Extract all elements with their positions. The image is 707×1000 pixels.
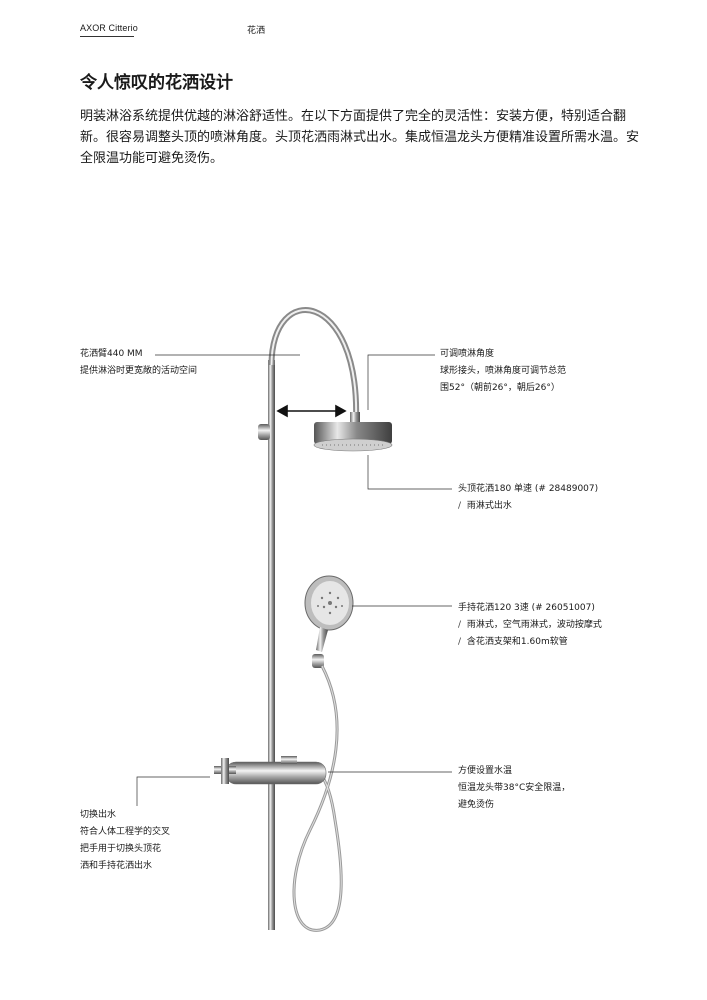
callout-hand-bullet-1: 雨淋式，空气雨淋式，波动按摩式 [458,617,602,634]
callout-switch-title: 切换出水 [80,810,117,820]
callout-thermo-text-1: 恒温龙头带38°C安全限温， [458,783,571,793]
callout-spray-angle-text-1: 球形接头，喷淋角度可调节总范 [440,366,567,376]
callout-switch-text-1: 符合人体工程学的交叉 [80,827,171,837]
arm-width-arrow [276,404,347,418]
callout-overhead-shower: 头顶花洒180 单速 (# 28489007) 雨淋式出水 [458,481,598,515]
page-title: 令人惊叹的花洒设计 [80,73,233,93]
callout-overhead-bullet: 雨淋式出水 [458,498,598,515]
callout-switch-text-3: 洒和手持花洒出水 [80,861,153,871]
callout-hand-shower: 手持花洒120 3速 (# 26051007) 雨淋式，空气雨淋式，波动按摩式 … [458,600,602,651]
hand-shower-holder [312,654,324,668]
shower-arm [268,307,360,421]
overhead-shower [313,412,393,452]
callout-spray-angle-title: 可调喷淋角度 [440,349,495,359]
section-name: 花洒 [247,26,266,36]
callout-leaders [136,354,452,806]
wall-bracket [258,424,270,440]
riser-pipe [268,360,275,930]
callout-overhead-title: 头顶花洒180 单速 (# 28489007) [458,484,599,494]
callout-switch-outlet: 切换出水 符合人体工程学的交叉 把手用于切换头顶花 洒和手持花洒出水 [80,807,170,875]
callout-thermostat: 方便设置水温 恒温龙头带38°C安全限温， 避免烫伤 [458,763,570,814]
callout-shower-arm-title: 花洒臂440 MM [80,349,143,359]
callout-hand-bullet-2: 含花洒支架和1.60m软管 [458,634,602,651]
thermostat-mixer [214,756,327,785]
callout-hand-title: 手持花洒120 3速 (# 26051007) [458,603,595,613]
callout-shower-arm-text: 提供淋浴时更宽敞的活动空间 [80,366,198,376]
intro-paragraph: 明装淋浴系统提供优越的淋浴舒适性。在以下方面提供了完全的灵活性：安装方便，特别适… [80,109,640,166]
callout-switch-text-2: 把手用于切换头顶花 [80,844,162,854]
callout-thermo-text-2: 避免烫伤 [458,800,495,810]
hand-shower [304,575,354,652]
brand-name: AXOR Citterio [80,23,138,33]
callout-shower-arm: 花洒臂440 MM 提供淋浴时更宽敞的活动空间 [80,346,197,380]
callout-thermo-title: 方便设置水温 [458,766,513,776]
shower-hose [292,665,343,932]
brand-underline [80,36,134,37]
callout-spray-angle: 可调喷淋角度 球形接头，喷淋角度可调节总范 围52°（朝前26°，朝后26°） [440,346,566,397]
callout-spray-angle-text-2: 围52°（朝前26°，朝后26°） [440,383,560,393]
